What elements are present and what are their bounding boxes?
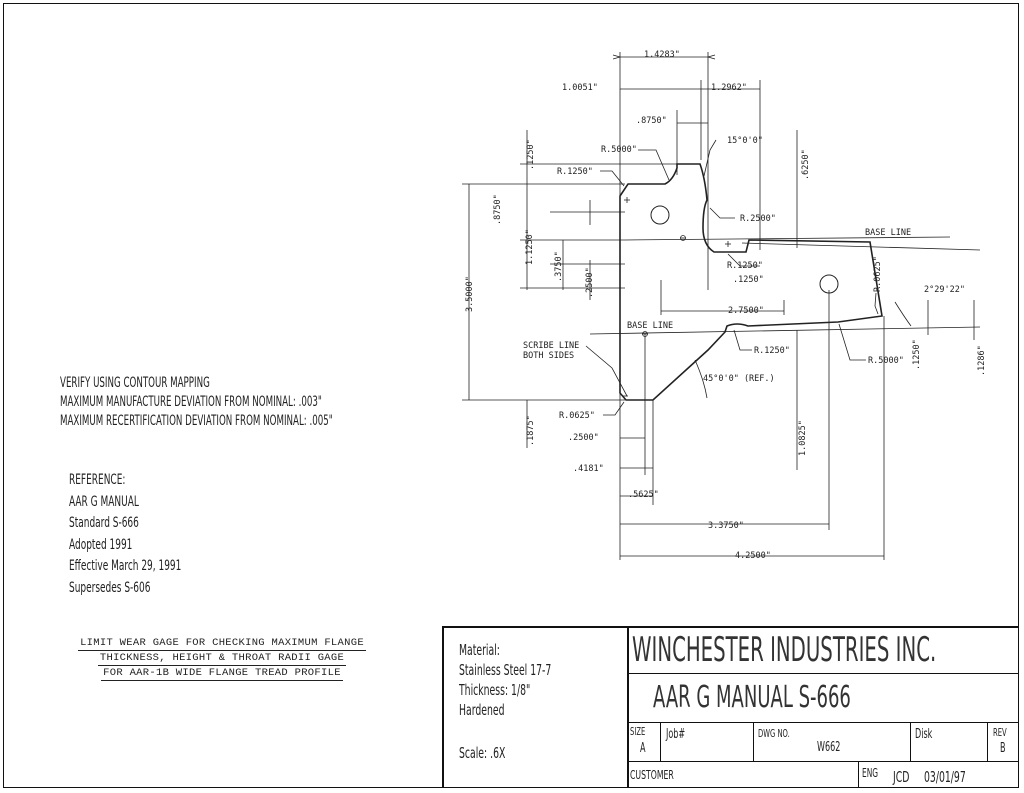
reference-line: Supersedes S-606 — [69, 579, 151, 596]
dim-1-0825: 1.0825" — [798, 420, 808, 456]
size-value: A — [640, 741, 646, 756]
reference-line: Adopted 1991 — [69, 536, 133, 553]
dim-0-1250-right: .1250" — [912, 339, 922, 370]
dim-r-1250-lower: R.1250" — [754, 346, 790, 356]
gage-hole-left — [650, 205, 670, 225]
dwg-number-value: W662 — [817, 740, 841, 755]
eng-label: ENG — [862, 766, 879, 780]
dim-45-deg-ref: 45°0'0" (REF.) — [703, 374, 775, 384]
reference-line: Effective March 29, 1991 — [69, 558, 182, 574]
dim-0-1250-mid: .1250" — [733, 275, 764, 285]
dim-0-6250: .6250" — [801, 149, 811, 180]
drawing-title: LIMIT WEAR GAGE FOR CHECKING MAXIMUM FLA… — [52, 636, 392, 681]
thickness-value: Thickness: 1/8" — [459, 681, 531, 699]
job-label: Job# — [666, 727, 686, 742]
treatment-value: Hardened — [459, 701, 505, 719]
drawing-title-line: LIMIT WEAR GAGE FOR CHECKING MAXIMUM FLA… — [78, 637, 366, 651]
reference-block: REFERENCE: AAR G MANUAL Standard S-666 A… — [69, 470, 181, 599]
dim-0-2500-lower: .2500" — [568, 433, 599, 443]
dim-0-4181: .4181" — [573, 464, 604, 474]
dim-3-3750: 3.3750" — [708, 521, 744, 531]
drawing-title-line: THICKNESS, HEIGHT & THROAT RADII GAGE — [97, 652, 347, 666]
dim-0-1250-left: .1250" — [526, 139, 536, 170]
dim-0-3750: .3750" — [554, 251, 564, 282]
date-value: 03/01/97 — [924, 768, 966, 786]
dim-2-29-22: 2°29'22" — [924, 285, 965, 295]
dim-0-8750-left: .8750" — [493, 194, 503, 225]
reference-line: AAR G MANUAL — [69, 493, 139, 510]
dim-r-1250-top: R.1250" — [557, 167, 593, 177]
drawing-name: AAR G MANUAL S-666 — [653, 680, 851, 715]
dim-0-2500-left: .2500" — [585, 267, 595, 298]
note-line: MAXIMUM MANUFACTURE DEVIATION FROM NOMIN… — [60, 394, 322, 410]
drawing-title-line: FOR AAR-1B WIDE FLANGE TREAD PROFILE — [101, 667, 343, 681]
base-line-label-lower: BASE LINE — [627, 321, 673, 331]
customer-label: CUSTOMER — [630, 767, 674, 782]
scale-value: Scale: .6X — [459, 744, 506, 762]
scribe-line-label: SCRIBE LINE — [523, 341, 579, 351]
note-line: MAXIMUM RECERTIFICATION DEVIATION FROM N… — [60, 413, 333, 429]
dim-r-1250-mid: R.1250" — [727, 261, 763, 271]
dim-1-1250: 1.1250" — [525, 229, 535, 265]
material-value: Stainless Steel 17-7 — [459, 661, 552, 679]
dim-1-0051: 1.0051" — [562, 83, 598, 93]
dim-1-2962: 1.2962" — [711, 83, 747, 93]
dim-15-deg: 15°0'0" — [727, 136, 763, 146]
dim-r-5000-top: R.5000" — [601, 145, 637, 155]
dim-0-1286: .1286" — [977, 345, 987, 376]
dim-4-2500: 4.2500" — [735, 551, 771, 561]
note-line: VERIFY USING CONTOUR MAPPING — [60, 375, 210, 391]
dim-0-5625: .5625" — [628, 490, 659, 500]
rev-value: B — [1000, 741, 1006, 756]
base-line-label-upper: BASE LINE — [865, 228, 911, 238]
reference-heading: REFERENCE: — [69, 472, 126, 488]
dim-0-8750-top: .8750" — [636, 116, 667, 126]
dim-0-1875: .1875" — [526, 415, 536, 446]
dim-r-5000-lower: R.5000" — [868, 356, 904, 366]
eng-value: JCD — [893, 768, 910, 786]
dim-1-4283: 1.4283" — [644, 50, 680, 60]
dwg-number-label: DWG NO. — [758, 727, 790, 740]
rev-label: REV — [993, 726, 1007, 739]
disk-label: Disk — [915, 727, 933, 742]
reference-line: Standard S-666 — [69, 515, 139, 531]
scribe-line-sides-label: BOTH SIDES — [523, 351, 574, 361]
company-name: WINCHESTER INDUSTRIES INC. — [632, 630, 937, 670]
dim-3-5000: 3.5000" — [465, 276, 475, 312]
drawing-sheet-border — [3, 3, 1019, 788]
size-label: SIZE — [630, 725, 646, 738]
dim-2-7500: 2.7500" — [728, 306, 764, 316]
material-label: Material: — [459, 641, 500, 659]
dim-r-0625-lower: R.0625" — [559, 411, 595, 421]
dim-r-0625-upper: R.0625" — [873, 256, 883, 292]
notes-block: VERIFY USING CONTOUR MAPPING MAXIMUM MAN… — [60, 374, 333, 431]
dim-r-2500: R.2500" — [740, 214, 776, 224]
